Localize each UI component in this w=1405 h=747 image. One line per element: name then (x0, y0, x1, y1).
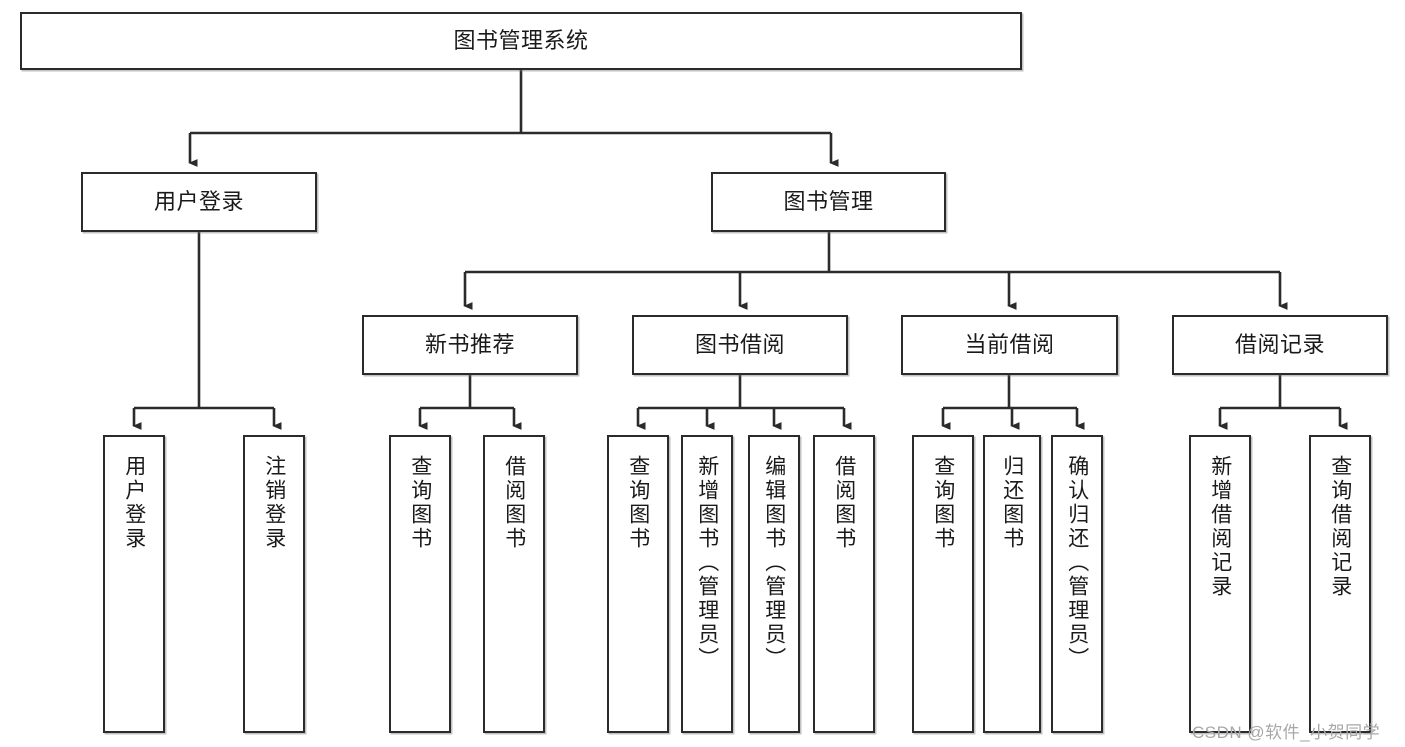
leaf-node-label: 确认归还（管理员） (1065, 455, 1089, 671)
leaf-node-label: 新增借阅记录 (1208, 455, 1232, 599)
leaf-node[interactable]: 查询图书 (607, 435, 669, 733)
node-root[interactable]: 图书管理系统 (20, 12, 1022, 70)
leaf-node[interactable]: 借阅图书 (483, 435, 545, 733)
node-borrow-records[interactable]: 借阅记录 (1172, 315, 1388, 375)
leaf-node-label: 归还图书 (1000, 455, 1024, 551)
node-root-label: 图书管理系统 (453, 27, 589, 53)
leaf-node[interactable]: 查询图书 (912, 435, 974, 733)
node-book-borrow[interactable]: 图书借阅 (632, 315, 848, 375)
node-new-book-recommend-label: 新书推荐 (424, 331, 515, 357)
leaf-node[interactable]: 查询借阅记录 (1309, 435, 1371, 733)
leaf-node[interactable]: 借阅图书 (813, 435, 875, 733)
leaf-node[interactable]: 确认归还（管理员） (1051, 435, 1103, 733)
leaf-node[interactable]: 归还图书 (983, 435, 1041, 733)
node-user-login-label: 用户登录 (153, 188, 244, 214)
node-current-borrow-label: 当前借阅 (964, 331, 1055, 357)
node-book-borrow-label: 图书借阅 (694, 331, 785, 357)
node-user-login[interactable]: 用户登录 (81, 172, 317, 232)
leaf-node-label: 借阅图书 (832, 455, 856, 551)
node-borrow-records-label: 借阅记录 (1234, 331, 1325, 357)
leaf-node-label: 查询图书 (408, 455, 432, 551)
leaf-node-label: 新增图书（管理员） (695, 455, 719, 671)
leaf-node-label: 查询图书 (931, 455, 955, 551)
leaf-node[interactable]: 查询图书 (389, 435, 451, 733)
csdn-watermark: CSDN @软件_小贺同学 (1192, 723, 1381, 742)
leaf-node-label: 用户登录 (122, 455, 146, 551)
leaf-node[interactable]: 用户登录 (103, 435, 165, 733)
node-book-management[interactable]: 图书管理 (711, 172, 946, 232)
leaf-node[interactable]: 新增借阅记录 (1189, 435, 1251, 733)
node-current-borrow[interactable]: 当前借阅 (901, 315, 1118, 375)
leaf-node-label: 查询图书 (626, 455, 650, 551)
leaf-node-label: 借阅图书 (502, 455, 526, 551)
leaf-node-label: 编辑图书（管理员） (762, 455, 786, 671)
leaf-node-label: 查询借阅记录 (1328, 455, 1352, 599)
leaf-node[interactable]: 注销登录 (243, 435, 305, 733)
leaf-node-label: 注销登录 (262, 455, 286, 551)
leaf-node[interactable]: 新增图书（管理员） (681, 435, 733, 733)
node-book-management-label: 图书管理 (783, 188, 874, 214)
node-new-book-recommend[interactable]: 新书推荐 (362, 315, 578, 375)
leaf-node[interactable]: 编辑图书（管理员） (748, 435, 800, 733)
